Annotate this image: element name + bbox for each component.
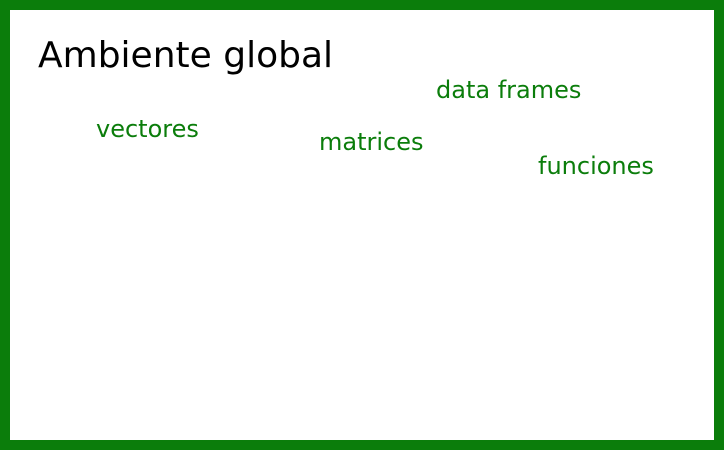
environment-title: Ambiente global [38,35,334,76]
term-vectores: vectores [96,115,199,143]
term-matrices: matrices [319,128,424,156]
term-funciones: funciones [538,152,654,180]
term-data-frames: data frames [436,76,582,104]
